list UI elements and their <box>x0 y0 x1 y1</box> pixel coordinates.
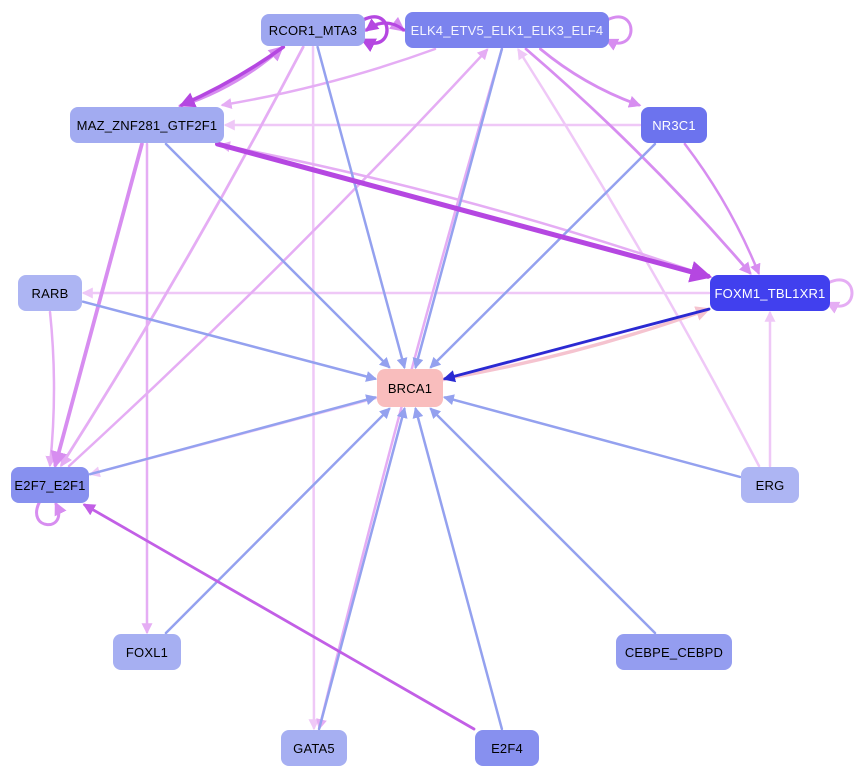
edge-foxm1-brca1 <box>442 307 711 383</box>
self-loop-elk4 <box>604 15 633 51</box>
node-label: MAZ_ZNF281_GTF2F1 <box>76 117 218 133</box>
edge-elk4-nr3c1 <box>539 47 642 108</box>
edge-cebpe-brca1 <box>429 407 657 635</box>
node-label: RCOR1_MTA3 <box>268 22 358 38</box>
edge-erg-brca1 <box>442 394 742 479</box>
node-rcor1[interactable]: RCOR1_MTA3 <box>261 14 365 46</box>
self-loop-foxm1 <box>825 278 854 314</box>
node-nr3c1[interactable]: NR3C1 <box>641 107 707 143</box>
edge-rarb-e2f7 <box>45 310 57 468</box>
edge-rcor1-maz <box>179 45 286 108</box>
edge-foxm1-maz <box>219 141 711 278</box>
node-gata5[interactable]: GATA5 <box>281 730 347 766</box>
node-label: E2F7_E2F1 <box>14 477 86 493</box>
edge-gata5-brca1 <box>317 406 408 731</box>
node-e2f4[interactable]: E2F4 <box>475 730 539 766</box>
edge-rcor1-e2f7 <box>60 45 305 468</box>
edge-group <box>35 15 854 731</box>
node-foxl1[interactable]: FOXL1 <box>113 634 181 670</box>
edge-e2f4-brca1 <box>412 406 504 731</box>
node-foxm1[interactable]: FOXM1_TBL1XR1 <box>710 275 830 311</box>
node-label: FOXM1_TBL1XR1 <box>714 285 826 301</box>
edge-e2f4-e2f7 <box>82 503 476 731</box>
edge-nr3c1-foxm1 <box>683 142 761 276</box>
node-erg[interactable]: ERG <box>741 467 799 503</box>
node-label: BRCA1 <box>387 380 433 396</box>
edge-nr3c1-brca1 <box>429 142 657 369</box>
edge-rcor1-brca1 <box>316 45 408 370</box>
node-label: ERG <box>755 477 785 493</box>
self-loop-e2f7 <box>35 499 67 527</box>
edge-e2f7-brca1 <box>88 394 378 476</box>
node-elk4[interactable]: ELK4_ETV5_ELK1_ELK3_ELF4 <box>405 12 609 48</box>
node-e2f7[interactable]: E2F7_E2F1 <box>11 467 89 503</box>
edge-rarb-brca1 <box>81 300 378 382</box>
edge-elk4-maz <box>220 47 437 109</box>
edge-e2f7-elk4 <box>67 48 489 468</box>
self-loop-rcor1 <box>360 15 389 53</box>
edge-maz-e2f7 <box>50 142 144 469</box>
node-label: NR3C1 <box>652 117 696 133</box>
edge-foxl1-brca1 <box>164 407 391 635</box>
node-label: GATA5 <box>293 740 335 756</box>
edge-rcor1-gata5 <box>308 45 320 731</box>
node-cebpe[interactable]: CEBPE_CEBPD <box>616 634 732 670</box>
node-maz[interactable]: MAZ_ZNF281_GTF2F1 <box>70 107 224 143</box>
node-label: ELK4_ETV5_ELK1_ELK3_ELF4 <box>410 22 604 38</box>
edge-brca1-foxm1 <box>442 306 711 381</box>
node-label: CEBPE_CEBPD <box>624 644 724 660</box>
node-label: FOXL1 <box>125 644 169 660</box>
edge-maz-foxm1 <box>214 141 713 283</box>
edge-maz-brca1 <box>164 142 391 369</box>
node-rarb[interactable]: RARB <box>18 275 82 311</box>
node-label: RARB <box>31 285 69 301</box>
node-label: E2F4 <box>491 740 523 756</box>
node-brca1[interactable]: BRCA1 <box>377 369 443 407</box>
